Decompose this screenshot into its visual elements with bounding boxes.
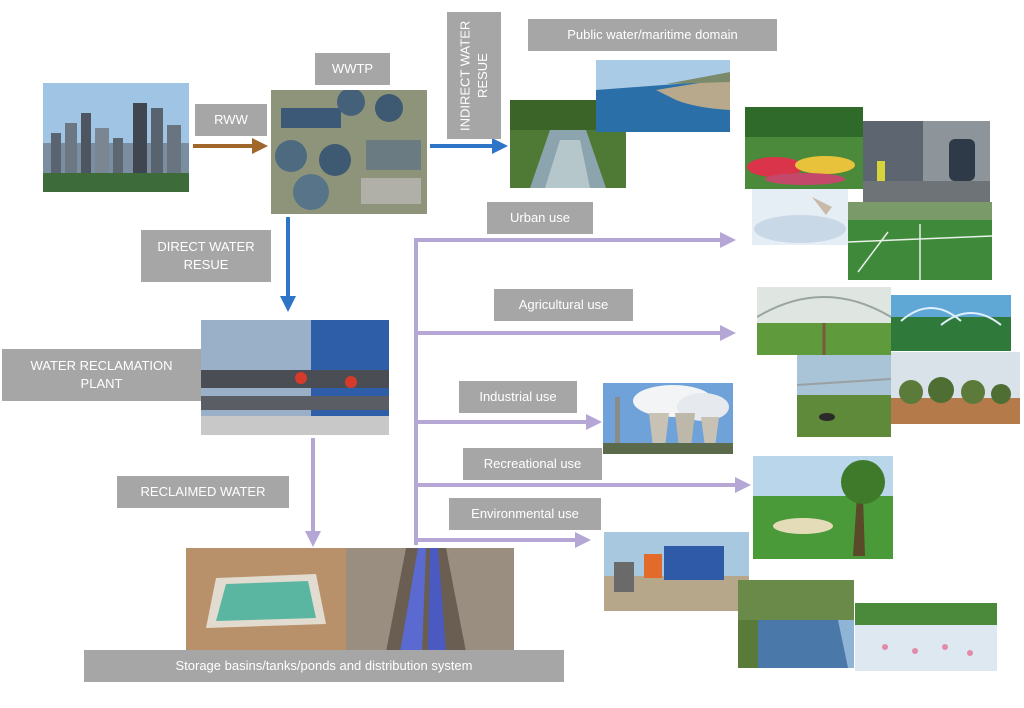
environmental-use-label: Environmental use: [449, 498, 601, 530]
rww-label: RWW: [195, 104, 267, 136]
sprinkler-crop-photo: [891, 295, 1011, 351]
reclaimed-water-label: RECLAIMED WATER: [117, 476, 289, 508]
flamingos-photo: [855, 603, 997, 671]
golf-course-photo: [753, 456, 893, 559]
agricultural-use-label: Agricultural use: [494, 289, 633, 321]
pump-equipment-photo: [604, 532, 749, 611]
wwtp-label: WWTP: [315, 53, 390, 85]
industrial-use-label: Industrial use: [459, 381, 577, 413]
pipeline-trench-photo: [346, 548, 514, 652]
city-skyline-photo: [43, 83, 189, 192]
street-cleaning-photo: [863, 121, 990, 203]
indirect-reuse-label: INDIRECT WATER RESUE: [447, 12, 501, 139]
urban-garden-photo: [745, 107, 863, 189]
wetland-river-photo: [738, 580, 854, 668]
public-water-label: Public water/maritime domain: [528, 19, 777, 51]
direct-reuse-label: DIRECT WATER RESUE: [141, 230, 271, 282]
power-plant-photo: [603, 383, 733, 454]
fountain-photo: [752, 189, 848, 245]
water-reclamation-plant-label: WATER RECLAMATION PLANT: [2, 349, 201, 401]
storage-distribution-label: Storage basins/tanks/ponds and distribut…: [84, 650, 564, 682]
urban-use-label: Urban use: [487, 202, 593, 234]
wwtp-aerial-photo: [271, 90, 427, 214]
sports-field-photo: [848, 202, 992, 280]
storage-basin-photo: [186, 548, 346, 652]
olive-grove-photo: [891, 352, 1020, 424]
pasture-irrigation-photo: [797, 355, 891, 437]
reclamation-plant-photo: [201, 320, 389, 435]
coastline-photo: [596, 60, 730, 132]
greenhouse-photo: [757, 287, 891, 355]
recreational-use-label: Recreational use: [463, 448, 602, 480]
